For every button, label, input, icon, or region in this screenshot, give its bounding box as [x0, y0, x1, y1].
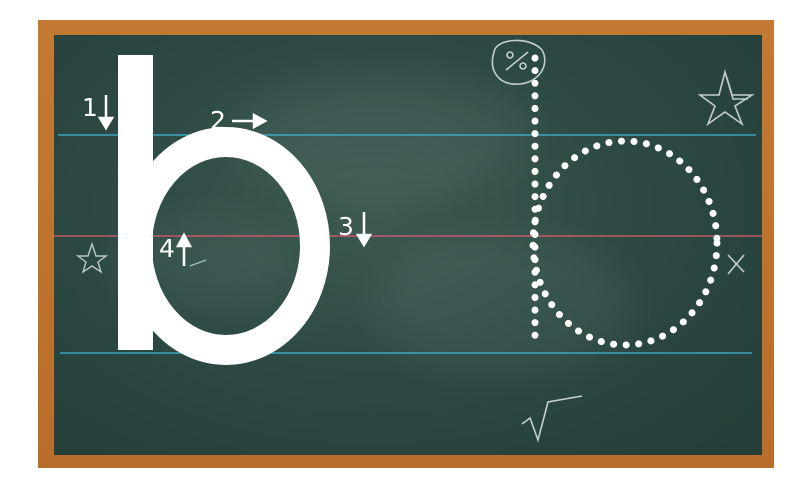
stroke-number-4: 4 — [159, 234, 175, 263]
stroke-number-1: 1 — [82, 93, 98, 122]
stroke-number-2: 2 — [210, 106, 226, 135]
up-arrow-icon — [175, 232, 193, 266]
square-root-sketch-icon — [521, 395, 583, 443]
star-sketch-icon — [75, 241, 109, 274]
stroke-number-3: 3 — [338, 212, 354, 241]
percent-sketch-icon — [491, 39, 546, 85]
down-arrow-icon — [97, 95, 115, 131]
chalk-mark-icon — [189, 259, 207, 267]
letter-b-dotted — [529, 54, 721, 351]
cross-sketch-icon — [727, 254, 745, 275]
star-sketch-icon — [697, 69, 755, 127]
right-arrow-icon — [232, 112, 268, 130]
down-arrow-icon — [355, 212, 373, 248]
letter-b-solid — [118, 55, 330, 365]
